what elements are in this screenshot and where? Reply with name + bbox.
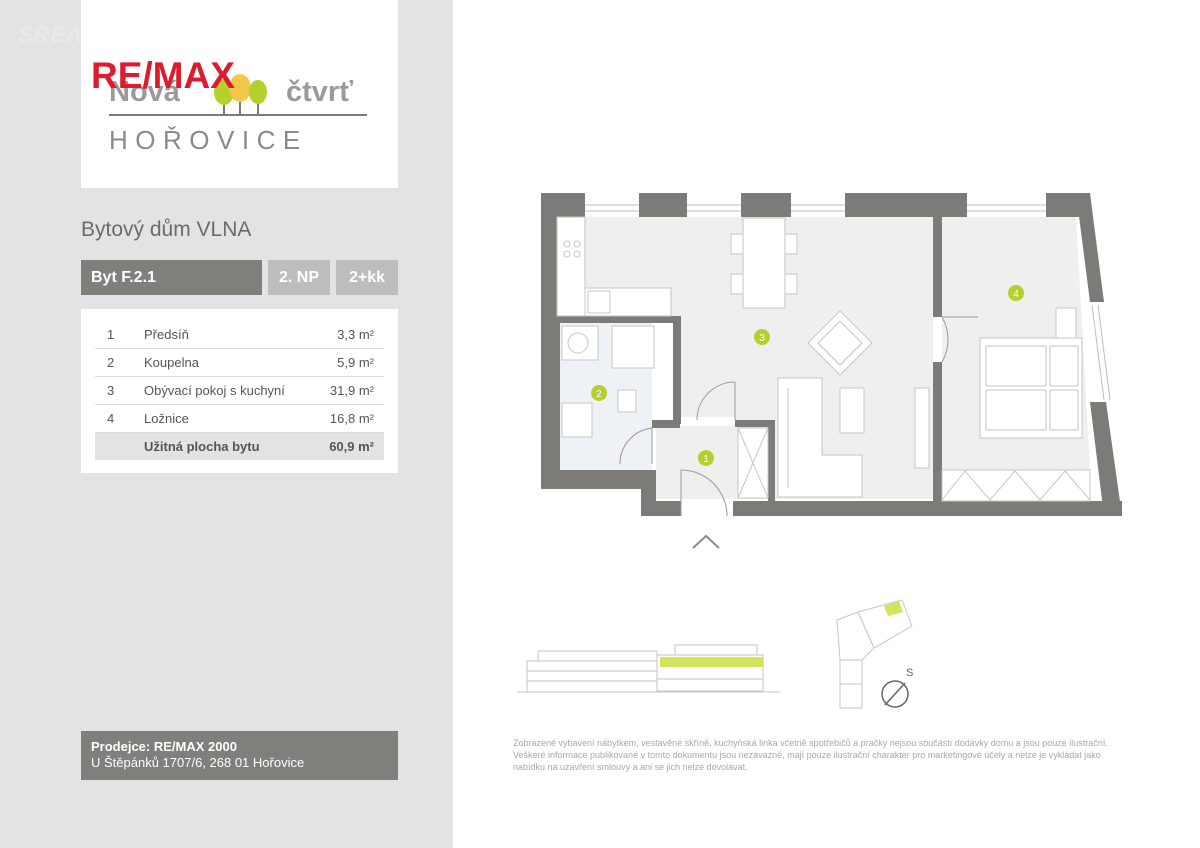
logo-project-right: čtvrť — [286, 76, 353, 108]
armchair — [807, 310, 873, 376]
total-area: 60,9 m² — [329, 439, 374, 454]
room-number: 2 — [107, 355, 115, 370]
compass-label: S — [906, 667, 913, 679]
marker-4: 4 — [1013, 289, 1019, 300]
nightstand — [1055, 307, 1077, 339]
room-name: Obývací pokoj s kuchyní — [144, 383, 285, 398]
room-name: Předsíň — [144, 327, 189, 342]
seller-title: Prodejce: RE/MAX 2000 — [91, 739, 237, 754]
unit-tag: Byt F.2.1 — [81, 260, 262, 295]
seller-box: Prodejce: RE/MAX 2000 U Štěpánků 1707/6,… — [81, 731, 398, 780]
logo: Nová čtvrť RE/MAX HOŘOVICE — [81, 0, 398, 188]
marker-1: 1 — [703, 454, 709, 465]
entrance-arrow-icon — [692, 534, 720, 549]
logo-trees-icon — [214, 74, 267, 114]
room-area: 16,8 m² — [329, 411, 374, 426]
logo-divider — [109, 114, 367, 116]
tv-stand — [914, 387, 930, 469]
room-row: 1 Předsíň 3,3 m² — [95, 321, 384, 349]
room-area: 5,9 m² — [337, 355, 374, 370]
logo-brand: RE/MAX — [91, 55, 235, 96]
floor-tag: 2. NP — [268, 260, 330, 295]
site-plan-thumbnail — [836, 599, 913, 709]
room-area-table: 1 Předsíň 3,3 m² 2 Koupelna 5,9 m² 3 Obý… — [81, 309, 398, 473]
marker-3: 3 — [759, 333, 765, 344]
layout-tag: 2+kk — [336, 260, 398, 295]
logo-town: HOŘOVICE — [109, 125, 308, 155]
room-number: 4 — [107, 411, 115, 426]
dining-table — [730, 217, 798, 309]
room-row: 4 Ložnice 16,8 m² — [95, 405, 384, 433]
disclaimer: Zobrazené vybavení nábytkem, vestavěné s… — [513, 738, 1108, 772]
walls — [541, 193, 1122, 516]
double-bed — [979, 337, 1083, 439]
room-name: Ložnice — [144, 411, 189, 426]
coffee-table — [839, 387, 865, 434]
bathroom-fixtures — [561, 325, 655, 438]
bedroom-wardrobe — [941, 469, 1091, 502]
windows — [585, 204, 1111, 401]
marker-2: 2 — [596, 389, 602, 400]
room-area: 3,3 m² — [337, 327, 374, 342]
logo-project-left: Nová — [109, 76, 181, 108]
kitchen-unit — [556, 216, 672, 317]
seller-address: U Štěpánků 1707/6, 268 01 Hořovice — [91, 755, 305, 770]
room-markers: 1 2 3 4 — [591, 285, 1024, 466]
hall-wardrobe — [737, 427, 769, 499]
room-number: 1 — [107, 327, 115, 342]
doors — [619, 316, 978, 517]
room-area: 31,9 m² — [329, 383, 374, 398]
sofa — [777, 377, 863, 498]
total-label: Užitná plocha bytu — [144, 439, 260, 454]
room-row: 3 Obývací pokoj s kuchyní 31,9 m² — [95, 377, 384, 405]
total-area-row: Užitná plocha bytu 60,9 m² — [95, 433, 384, 460]
building-elevation-thumbnail — [517, 644, 780, 693]
compass-icon — [881, 680, 909, 708]
logo-graphic: Nová čtvrť RE/MAX HOŘOVICE — [91, 55, 367, 155]
room-row: 2 Koupelna 5,9 m² — [95, 349, 384, 377]
room-name: Koupelna — [144, 355, 199, 370]
building-title: Bytový dům VLNA — [81, 218, 252, 241]
room-number: 3 — [107, 383, 115, 398]
